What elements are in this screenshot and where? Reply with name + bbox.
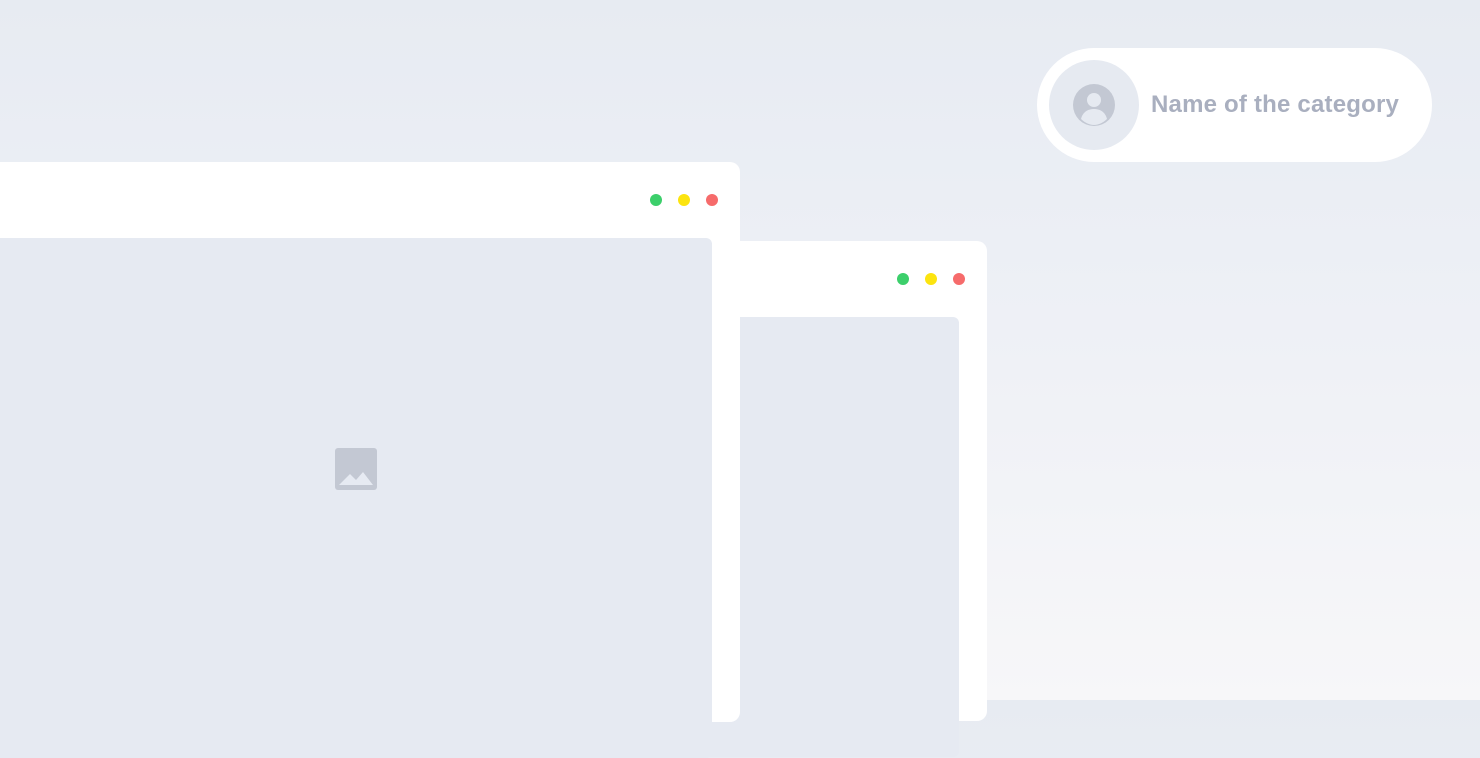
window-controls (650, 194, 718, 206)
minimize-dot[interactable] (925, 273, 937, 285)
category-name-label: Name of the category (1151, 91, 1400, 118)
close-dot[interactable] (953, 273, 965, 285)
avatar (1049, 60, 1139, 150)
user-icon (1073, 84, 1115, 126)
close-dot[interactable] (706, 194, 718, 206)
maximize-dot[interactable] (650, 194, 662, 206)
window-content-placeholder (0, 238, 712, 758)
minimize-dot[interactable] (678, 194, 690, 206)
browser-window-front (0, 162, 740, 758)
maximize-dot[interactable] (897, 273, 909, 285)
image-icon (335, 448, 377, 490)
window-controls (897, 273, 965, 285)
category-chip[interactable]: Name of the category (1037, 48, 1432, 162)
